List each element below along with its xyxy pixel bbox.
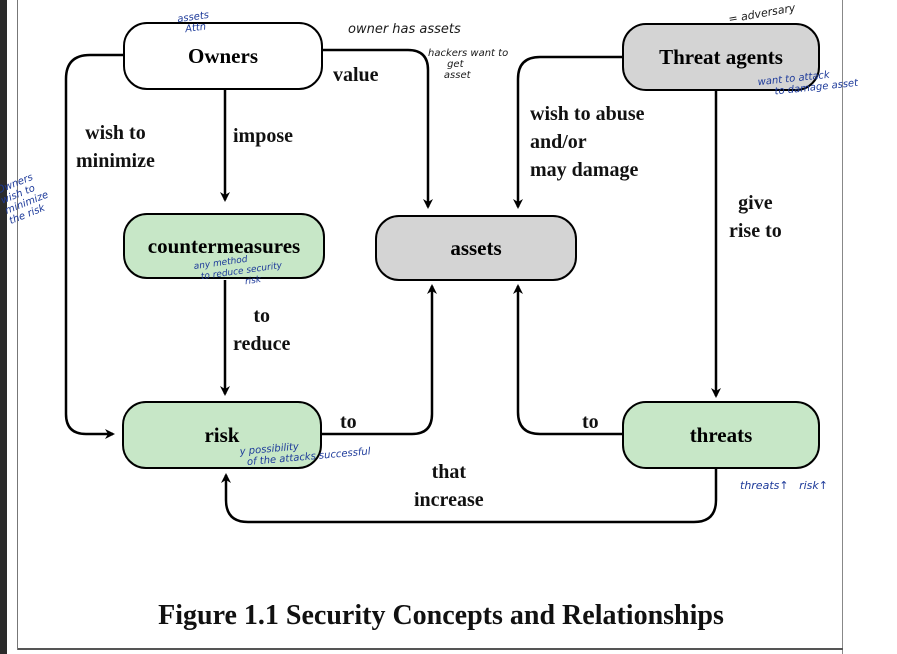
node-countermeasures-label: countermeasures [147,233,301,258]
annotation-threats-risk-up: threats↑ risk↑ [740,479,828,492]
annotation-owner-has-assets: owner has assets [348,22,461,37]
node-assets: assets [375,215,577,281]
node-risk-label: risk [204,422,240,447]
edge-label-wish-to-minimize: wish to minimize [76,122,155,172]
figure-caption: Figure 1.1 Security Concepts and Relatio… [0,600,897,632]
annotation-hackers-want: hackers want to get asset [428,48,509,81]
node-threat-agents-label: Threat agents [659,44,783,69]
bottom-frame-line [18,648,843,650]
node-countermeasures: countermeasures [123,213,325,279]
edge-label-value: value [333,64,379,86]
edge-label-wish-to-abuse: wish to abuse and/or may damage [530,103,645,181]
arrow-threats-to-risk [221,468,718,524]
right-frame-line [842,0,843,654]
arrow-risk-to-assets [322,284,437,436]
left-frame-line [17,0,18,650]
node-owners: Owners [123,22,323,90]
node-threats-label: threats [689,422,753,447]
edge-label-risk-to: to [340,411,357,433]
node-owners-label: Owners [188,43,258,68]
edge-label-threats-to: to [582,411,599,433]
node-risk: risk [122,401,322,469]
arrow-threats-to-assets [513,284,623,436]
left-edge-bar [0,0,7,654]
annotation-owners-assets: assets Attn [176,9,210,37]
edge-label-impose: impose [233,125,293,147]
edge-label-give-rise-to: give rise to [729,192,782,242]
arrow-owners-to-risk [64,53,123,439]
edge-label-to-reduce: to reduce [233,305,291,355]
node-threat-agents: Threat agents [622,23,820,91]
arrow-owners-to-assets [322,48,433,209]
node-threats: threats [622,401,820,469]
figure-caption-text: Figure 1.1 Security Concepts and Relatio… [158,600,724,631]
node-assets-label: assets [450,235,502,260]
arrow-threatagents-to-assets [513,55,623,209]
edge-label-that-increase: that increase [414,461,484,511]
